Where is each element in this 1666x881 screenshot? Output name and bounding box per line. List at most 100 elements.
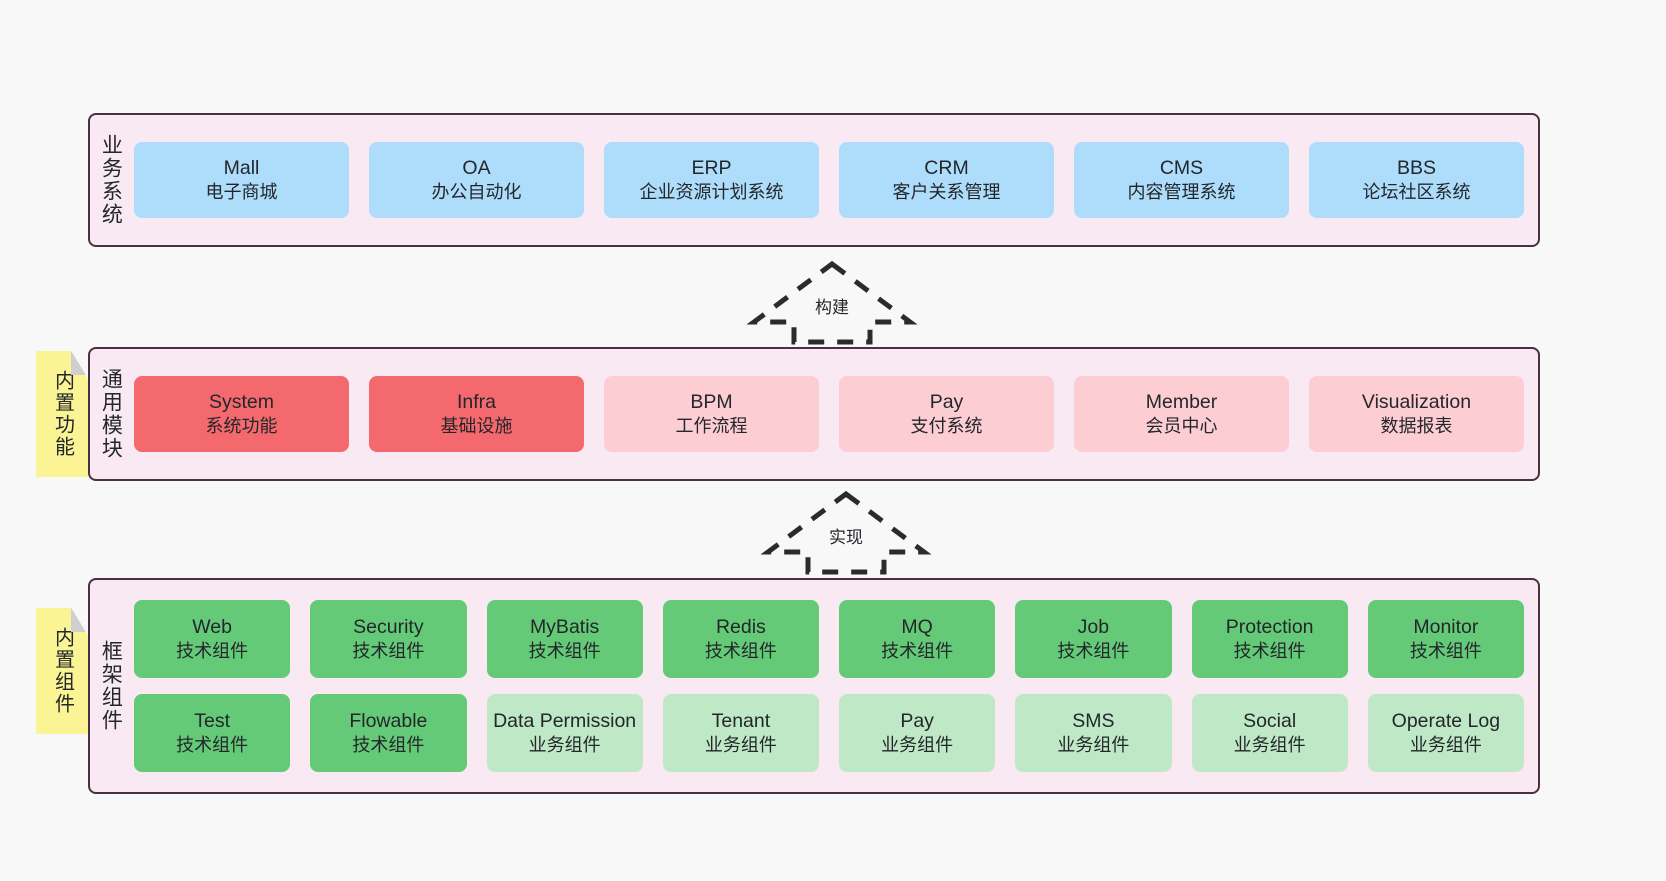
card-title-cn: 技术组件 — [176, 640, 249, 661]
card-title-cn: 内容管理系统 — [1127, 181, 1236, 202]
card-mall[interactable]: Mall 电子商城 — [134, 142, 349, 218]
card-title-cn: 办公自动化 — [431, 181, 522, 202]
card-bpm[interactable]: BPM 工作流程 — [604, 376, 819, 452]
card-title-en: Monitor — [1413, 616, 1479, 638]
card-title-cn: 数据报表 — [1380, 415, 1453, 436]
card-pay[interactable]: Pay 支付系统 — [839, 376, 1054, 452]
arrow-build-label: 构建 — [815, 298, 849, 317]
card-title-cn: 技术组件 — [528, 640, 601, 661]
card-web[interactable]: Web 技术组件 — [134, 600, 291, 678]
card-row: Web 技术组件 Security 技术组件 MyBatis 技术组件 Redi… — [134, 600, 1524, 678]
card-title-en: Visualization — [1361, 391, 1472, 413]
card-row: Mall 电子商城 OA 办公自动化 ERP 企业资源计划系统 CRM 客户关系… — [134, 142, 1524, 218]
layer-label-business-systems: 业务系统 — [99, 134, 123, 226]
card-title-en: BBS — [1396, 157, 1437, 179]
card-title-en: System — [208, 391, 274, 413]
sticky-note-builtin-components: 内置组件 — [36, 608, 88, 734]
card-monitor[interactable]: Monitor 技术组件 — [1367, 600, 1524, 678]
card-title-cn: 技术组件 — [1233, 640, 1306, 661]
card-tenant[interactable]: Tenant 业务组件 — [662, 694, 819, 772]
card-operate-log[interactable]: Operate Log 业务组件 — [1367, 694, 1524, 772]
card-title-cn: 客户关系管理 — [892, 181, 1001, 202]
card-sms[interactable]: SMS 业务组件 — [1015, 694, 1172, 772]
arrow-implement-label: 实现 — [829, 528, 863, 547]
layer-body-business-systems: Mall 电子商城 OA 办公自动化 ERP 企业资源计划系统 CRM 客户关系… — [130, 115, 1538, 245]
card-title-cn: 电子商城 — [205, 181, 278, 202]
card-title-en: Pay — [929, 391, 964, 413]
card-title-cn: 业务组件 — [704, 734, 777, 755]
card-mq[interactable]: MQ 技术组件 — [839, 600, 996, 678]
card-title-cn: 业务组件 — [528, 734, 601, 755]
card-title-cn: 技术组件 — [704, 640, 777, 661]
card-title-en: Tenant — [711, 710, 771, 732]
card-oa[interactable]: OA 办公自动化 — [369, 142, 584, 218]
card-title-cn: 工作流程 — [675, 415, 748, 436]
card-title-en: Social — [1243, 710, 1297, 732]
layer-body-common-modules: System 系统功能 Infra 基础设施 BPM 工作流程 Pay 支付系统… — [130, 349, 1538, 479]
card-job[interactable]: Job 技术组件 — [1015, 600, 1172, 678]
card-title-cn: 技术组件 — [881, 640, 954, 661]
layer-panel-business-systems: 业务系统 Mall 电子商城 OA 办公自动化 ERP 企业资源计划系统 CRM… — [88, 113, 1540, 247]
layer-panel-common-modules: 通用模块 System 系统功能 Infra 基础设施 BPM 工作流程 Pay… — [88, 347, 1540, 481]
card-title-en: MQ — [901, 616, 933, 638]
card-title-cn: 企业资源计划系统 — [639, 181, 784, 202]
card-title-cn: 基础设施 — [440, 415, 513, 436]
layer-label-framework-components: 框架组件 — [99, 640, 123, 732]
card-title-cn: 技术组件 — [1057, 640, 1130, 661]
card-title-cn: 业务组件 — [881, 734, 954, 755]
card-infra[interactable]: Infra 基础设施 — [369, 376, 584, 452]
card-title-en: BPM — [690, 391, 733, 413]
arrow-implement: 实现 — [760, 490, 932, 575]
layer-panel-framework-components: 框架组件 Web 技术组件 Security 技术组件 MyBatis 技术组件… — [88, 578, 1540, 794]
card-title-cn: 业务组件 — [1409, 734, 1482, 755]
card-pay-business[interactable]: Pay 业务组件 — [839, 694, 996, 772]
card-title-cn: 技术组件 — [352, 640, 425, 661]
sticky-note-builtin-features: 内置功能 — [36, 351, 88, 477]
card-title-en: Pay — [900, 710, 934, 732]
card-title-cn: 系统功能 — [205, 415, 278, 436]
card-title-cn: 技术组件 — [176, 734, 249, 755]
card-system[interactable]: System 系统功能 — [134, 376, 349, 452]
card-flowable[interactable]: Flowable 技术组件 — [310, 694, 467, 772]
card-cms[interactable]: CMS 内容管理系统 — [1074, 142, 1289, 218]
card-title-cn: 支付系统 — [910, 415, 983, 436]
card-title-en: Data Permission — [493, 710, 637, 732]
card-visualization[interactable]: Visualization 数据报表 — [1309, 376, 1524, 452]
card-title-en: Infra — [456, 391, 497, 413]
card-test[interactable]: Test 技术组件 — [134, 694, 291, 772]
card-title-en: Web — [192, 616, 232, 638]
arrow-build: 构建 — [746, 260, 918, 345]
card-mybatis[interactable]: MyBatis 技术组件 — [486, 600, 643, 678]
card-redis[interactable]: Redis 技术组件 — [662, 600, 819, 678]
card-title-en: Operate Log — [1391, 710, 1501, 732]
card-protection[interactable]: Protection 技术组件 — [1191, 600, 1348, 678]
card-social[interactable]: Social 业务组件 — [1191, 694, 1348, 772]
card-title-cn: 会员中心 — [1145, 415, 1218, 436]
card-title-en: Test — [194, 710, 230, 732]
card-title-en: MyBatis — [529, 616, 600, 638]
card-data-permission[interactable]: Data Permission 业务组件 — [486, 694, 643, 772]
card-title-cn: 技术组件 — [1409, 640, 1482, 661]
card-title-en: SMS — [1072, 710, 1115, 732]
layer-label-common-modules: 通用模块 — [99, 368, 123, 460]
card-erp[interactable]: ERP 企业资源计划系统 — [604, 142, 819, 218]
card-row: System 系统功能 Infra 基础设施 BPM 工作流程 Pay 支付系统… — [134, 376, 1524, 452]
layer-body-framework-components: Web 技术组件 Security 技术组件 MyBatis 技术组件 Redi… — [130, 580, 1538, 792]
card-title-en: Redis — [715, 616, 766, 638]
card-title-en: Mall — [223, 157, 260, 179]
card-title-cn: 业务组件 — [1233, 734, 1306, 755]
card-bbs[interactable]: BBS 论坛社区系统 — [1309, 142, 1524, 218]
card-title-en: Member — [1145, 391, 1218, 413]
card-member[interactable]: Member 会员中心 — [1074, 376, 1289, 452]
card-title-en: Job — [1077, 616, 1110, 638]
card-title-en: CRM — [924, 157, 969, 179]
card-title-en: OA — [462, 157, 491, 179]
card-title-en: Security — [353, 616, 424, 638]
card-crm[interactable]: CRM 客户关系管理 — [839, 142, 1054, 218]
card-title-cn: 业务组件 — [1057, 734, 1130, 755]
card-row: Test 技术组件 Flowable 技术组件 Data Permission … — [134, 694, 1524, 772]
card-title-en: Flowable — [349, 710, 428, 732]
card-title-en: ERP — [691, 157, 732, 179]
card-security[interactable]: Security 技术组件 — [310, 600, 467, 678]
